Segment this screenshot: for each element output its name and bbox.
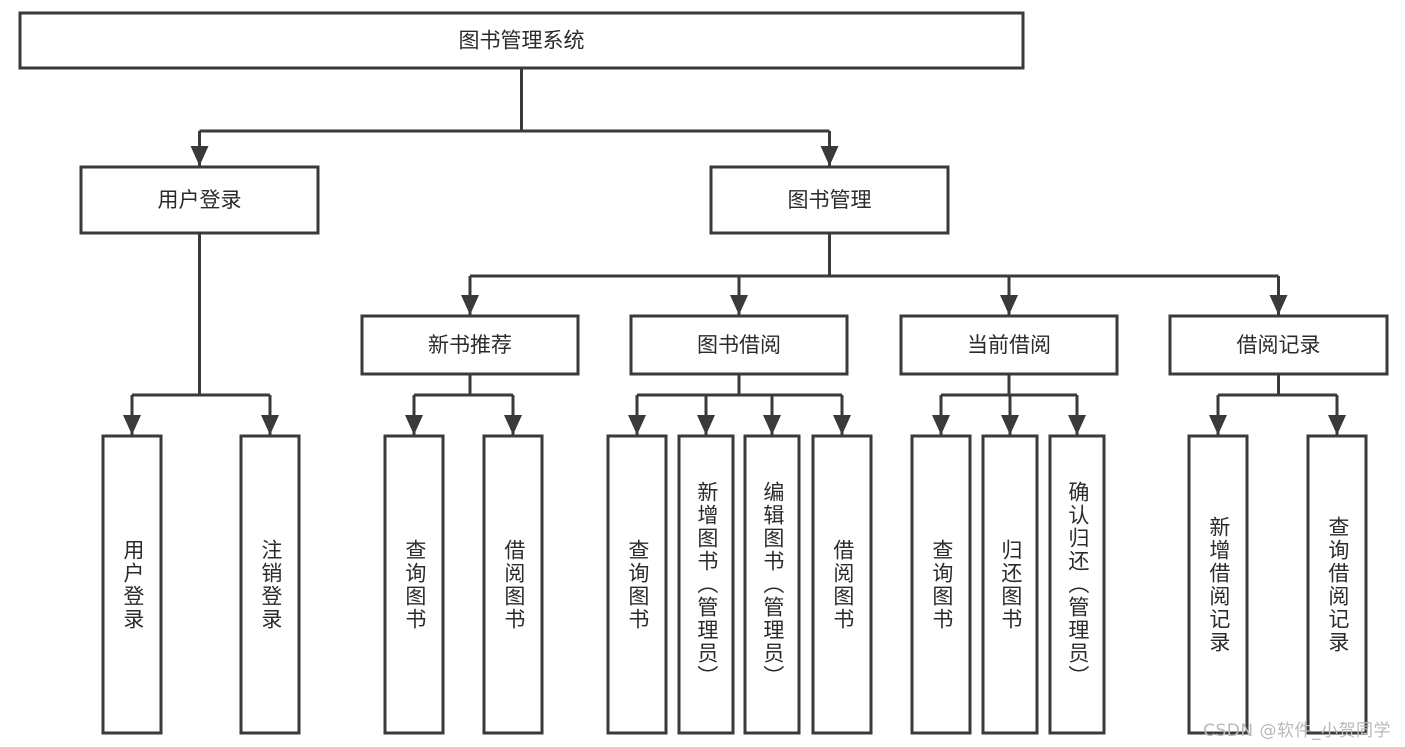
node-leaf-2[interactable] xyxy=(383,434,445,735)
node-leaf-9[interactable] xyxy=(981,434,1039,735)
node-level3-1-label: 图书借阅 xyxy=(697,333,781,357)
node-level2-0[interactable] xyxy=(79,165,320,235)
arrow-head-icon xyxy=(820,146,839,166)
watermark-text: CSDN @软件_小贺同学 xyxy=(1203,721,1391,741)
node-leaf-11[interactable] xyxy=(1187,434,1249,735)
node-level3-3[interactable] xyxy=(1168,314,1389,376)
node-leaf-4[interactable] xyxy=(606,434,668,735)
node-leaf-12[interactable] xyxy=(1306,434,1368,735)
arrow-head-icon xyxy=(763,415,781,435)
node-root[interactable] xyxy=(18,11,1025,70)
node-leaf-3[interactable] xyxy=(482,434,544,735)
arrow-head-icon xyxy=(261,415,279,435)
node-leaf-5[interactable] xyxy=(677,434,735,735)
arrow-head-icon xyxy=(1269,295,1288,315)
arrow-head-icon xyxy=(833,415,851,435)
node-leaf-1[interactable] xyxy=(239,434,301,735)
arrow-head-icon xyxy=(697,415,715,435)
node-leaf-0[interactable] xyxy=(101,434,163,735)
node-level2-0-label: 用户登录 xyxy=(158,188,242,212)
arrow-head-icon xyxy=(1209,415,1227,435)
node-leaf-7[interactable] xyxy=(811,434,873,735)
node-leaf-6[interactable] xyxy=(743,434,801,735)
node-level3-2-label: 当前借阅 xyxy=(967,333,1051,357)
arrow-head-icon xyxy=(190,146,209,166)
arrow-head-icon xyxy=(1001,415,1019,435)
arrow-head-icon xyxy=(628,415,646,435)
arrow-head-icon xyxy=(1328,415,1346,435)
node-level2-1[interactable] xyxy=(709,165,950,235)
arrow-head-icon xyxy=(405,415,423,435)
arrow-head-icon xyxy=(1068,415,1086,435)
arrow-head-icon xyxy=(730,295,748,315)
node-level3-0-label: 新书推荐 xyxy=(428,333,512,357)
node-level2-1-label: 图书管理 xyxy=(788,188,872,212)
arrow-head-icon xyxy=(123,415,141,435)
node-level3-3-label: 借阅记录 xyxy=(1237,333,1321,357)
arrow-head-icon xyxy=(932,415,950,435)
node-leaf-8[interactable] xyxy=(910,434,972,735)
arrow-head-icon xyxy=(1000,295,1018,315)
node-root-label: 图书管理系统 xyxy=(459,29,585,53)
arrow-head-icon xyxy=(504,415,522,435)
node-leaf-10[interactable] xyxy=(1048,434,1106,735)
arrow-head-icon xyxy=(461,295,479,315)
